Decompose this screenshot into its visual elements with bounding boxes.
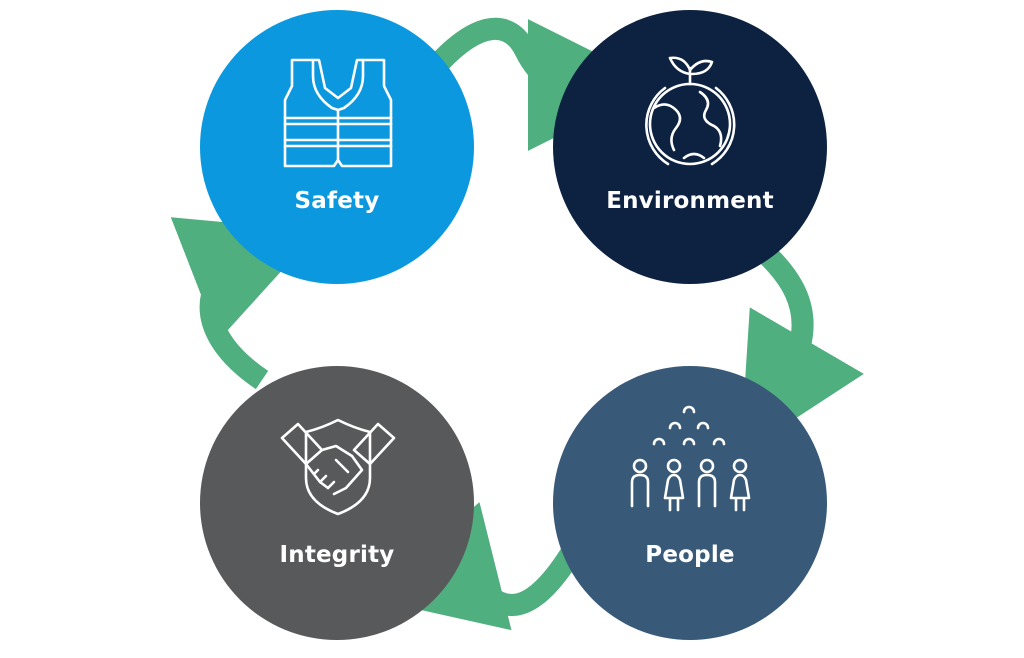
integrity-label: Integrity: [279, 542, 395, 568]
cycle-arrows: [170, 17, 864, 631]
globe-sprout-icon: [645, 56, 736, 166]
people-group-icon: [630, 405, 751, 512]
safety-label: Safety: [294, 188, 380, 214]
arrow-safety-to-environment: [432, 17, 660, 151]
integrity-circle: [200, 366, 474, 640]
handshake-shield-icon: [280, 418, 396, 516]
people-circle: [553, 366, 827, 640]
safety-vest-icon: [283, 58, 393, 168]
arrow-integrity-to-safety: [170, 217, 318, 390]
environment-circle: [553, 10, 827, 284]
people-label: People: [645, 542, 735, 568]
arrow-environment-to-people: [740, 239, 864, 455]
arrow-people-to-integrity: [367, 502, 582, 631]
environment-label: Environment: [606, 188, 774, 214]
